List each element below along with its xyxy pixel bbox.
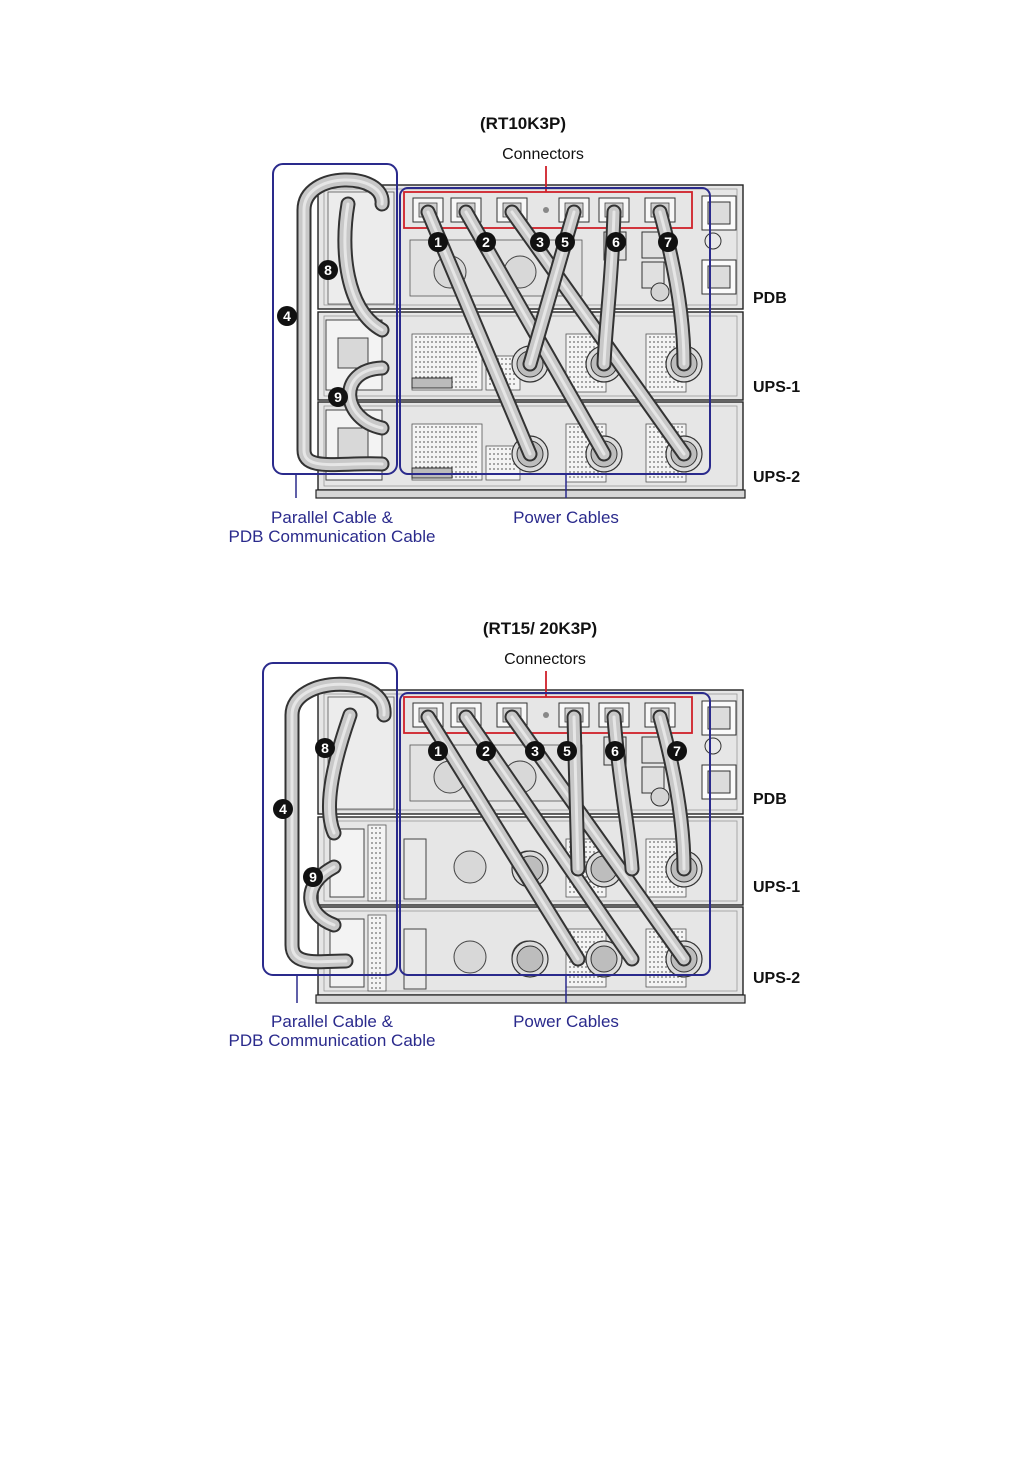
pdb-knob xyxy=(651,283,669,301)
callout-9: 9 xyxy=(303,867,323,887)
svg-text:5: 5 xyxy=(563,743,571,759)
ups-2-side-slot xyxy=(404,929,426,989)
callout-6: 6 xyxy=(605,741,625,761)
callout-4: 4 xyxy=(277,306,297,326)
unit-label-pdb: PDB xyxy=(753,290,787,308)
rack-base xyxy=(316,490,745,498)
callout-7: 7 xyxy=(667,741,687,761)
parallel-cable-caption-line-1: Parallel Cable & xyxy=(229,508,436,527)
diagram-rt10k3p: 1 2 3 4 5 6 7 8 9 xyxy=(0,100,1032,560)
ups-1-input-socket-inner xyxy=(338,338,368,368)
svg-text:1: 1 xyxy=(434,743,442,759)
svg-text:3: 3 xyxy=(536,234,544,250)
callout-1: 1 xyxy=(428,232,448,252)
svg-text:7: 7 xyxy=(664,234,672,250)
callout-9: 9 xyxy=(328,387,348,407)
figure-title: (RT15/ 20K3P) xyxy=(483,619,597,639)
unit-label-ups-2: UPS-2 xyxy=(753,970,800,988)
connectors-label: Connectors xyxy=(502,146,584,164)
callout-8: 8 xyxy=(318,260,338,280)
callout-3: 3 xyxy=(530,232,550,252)
callout-8: 8 xyxy=(315,738,335,758)
ups-2-input-socket-inner xyxy=(338,428,368,458)
svg-text:4: 4 xyxy=(283,308,291,324)
svg-text:7: 7 xyxy=(673,743,681,759)
svg-text:5: 5 xyxy=(561,234,569,250)
pdb-output-socket-2-inner xyxy=(708,266,730,288)
svg-text:4: 4 xyxy=(279,801,287,817)
svg-text:6: 6 xyxy=(612,234,620,250)
power-cables-caption: Power Cables xyxy=(513,508,619,527)
ups-1-knockout-1 xyxy=(454,851,486,883)
callout-2: 2 xyxy=(476,741,496,761)
parallel-cable-caption-line-2: PDB Communication Cable xyxy=(229,1031,436,1050)
unit-label-ups-1: UPS-1 xyxy=(753,879,800,897)
parallel-cable-caption: Parallel Cable & PDB Communication Cable xyxy=(229,508,436,546)
power-cable-5 xyxy=(574,717,578,869)
ups-2-grille xyxy=(368,915,386,991)
svg-text:6: 6 xyxy=(611,743,619,759)
pdb-breaker xyxy=(705,233,721,249)
svg-text:8: 8 xyxy=(321,740,329,756)
parallel-cable-caption-line-2: PDB Communication Cable xyxy=(229,527,436,546)
svg-text:2: 2 xyxy=(482,234,490,250)
figure-rt15-20k3p: 1 2 3 4 5 6 7 8 9 (RT15/ 20K3P) Connectors PDB U… xyxy=(0,605,1032,1065)
rack-base xyxy=(316,995,745,1003)
figure-title: (RT10K3P) xyxy=(480,114,566,134)
svg-text:3: 3 xyxy=(531,743,539,759)
unit-label-ups-1: UPS-1 xyxy=(753,379,800,397)
connectors-label: Connectors xyxy=(504,651,586,669)
pdb-knob xyxy=(651,788,669,806)
ups-2-knockout-1 xyxy=(454,941,486,973)
figure-rt10k3p: 1 2 3 4 5 6 7 8 9 (RT10K3P) Connectors PDB UPS-1… xyxy=(0,100,1032,560)
power-cables-caption: Power Cables xyxy=(513,1012,619,1031)
ups-1-grille xyxy=(368,825,386,901)
diagram-rt15-20k3p: 1 2 3 4 5 6 7 8 9 xyxy=(0,605,1032,1065)
svg-text:8: 8 xyxy=(324,262,332,278)
callout-3: 3 xyxy=(525,741,545,761)
pdb-output-socket-inner xyxy=(708,202,730,224)
ups-1-terminal xyxy=(412,378,452,388)
unit-label-pdb: PDB xyxy=(753,791,787,809)
callout-7: 7 xyxy=(658,232,678,252)
svg-text:1: 1 xyxy=(434,234,442,250)
callout-5: 5 xyxy=(555,232,575,252)
pdb-output-socket-inner xyxy=(708,707,730,729)
parallel-cable-caption: Parallel Cable & PDB Communication Cable xyxy=(229,1012,436,1050)
connector-screw xyxy=(543,712,549,718)
pdb-breaker xyxy=(705,738,721,754)
ups-2-terminal-ring-1 xyxy=(512,941,548,977)
callout-4: 4 xyxy=(273,799,293,819)
svg-text:2: 2 xyxy=(482,743,490,759)
callout-2: 2 xyxy=(476,232,496,252)
svg-text:9: 9 xyxy=(334,389,342,405)
unit-label-ups-2: UPS-2 xyxy=(753,469,800,487)
svg-text:9: 9 xyxy=(309,869,317,885)
connector-screw xyxy=(543,207,549,213)
parallel-cable-caption-line-1: Parallel Cable & xyxy=(229,1012,436,1031)
ups-1-side-slot xyxy=(404,839,426,899)
callout-1: 1 xyxy=(428,741,448,761)
callout-6: 6 xyxy=(606,232,626,252)
pdb-output-socket-2-inner xyxy=(708,771,730,793)
callout-5: 5 xyxy=(557,741,577,761)
